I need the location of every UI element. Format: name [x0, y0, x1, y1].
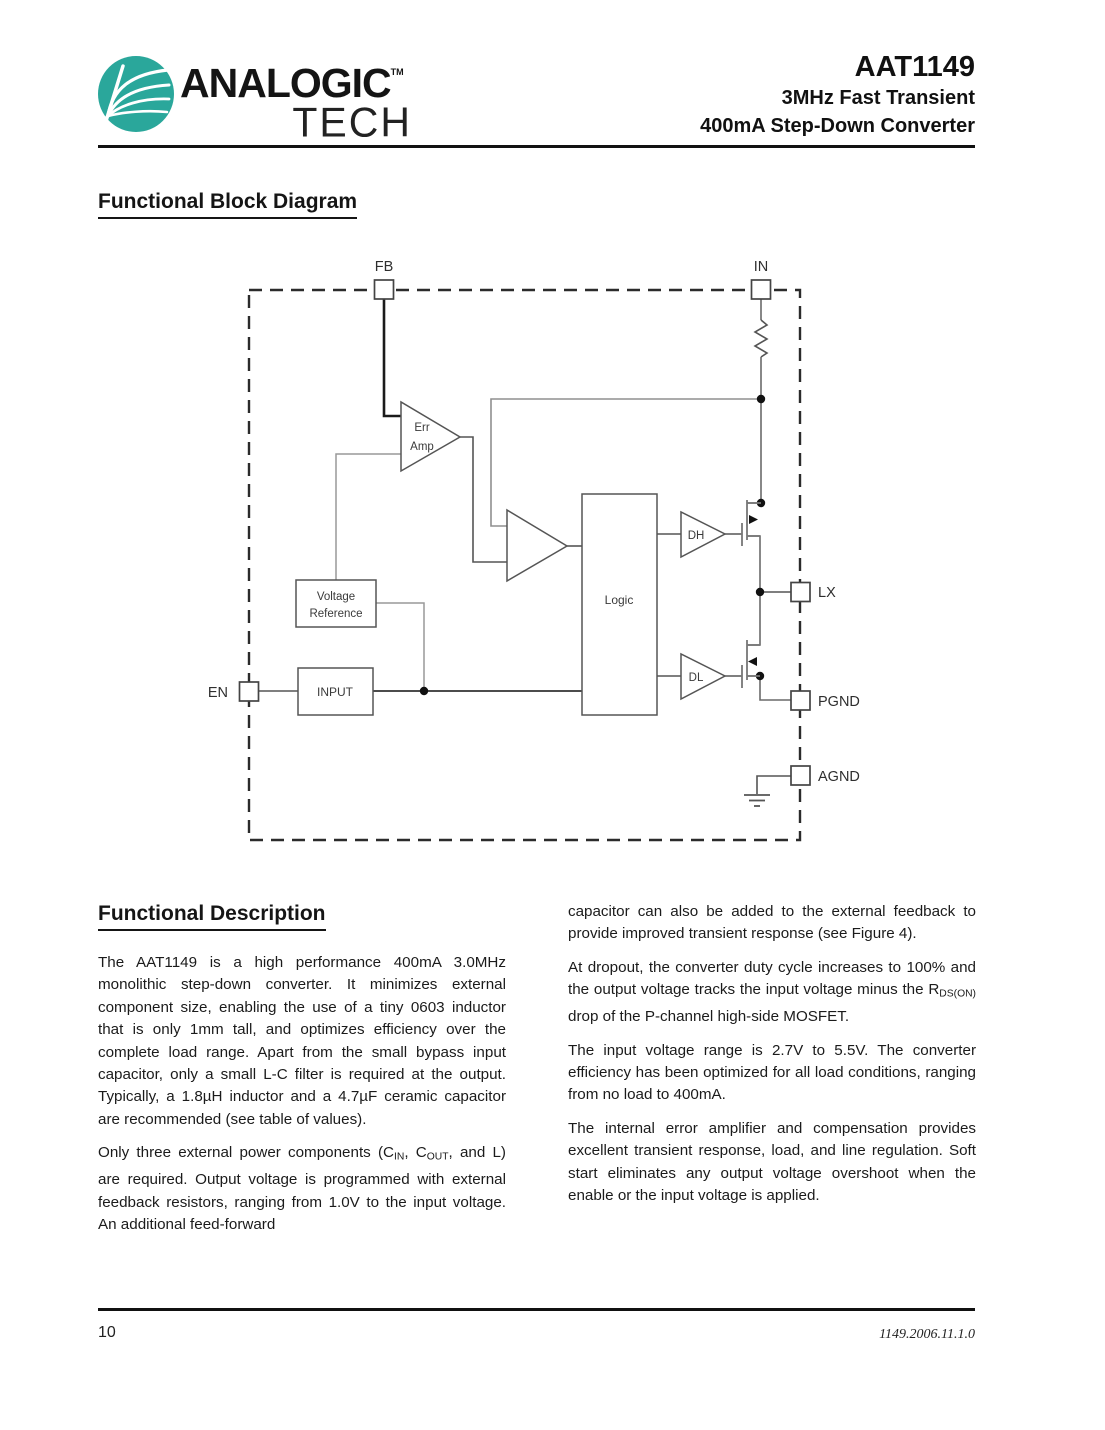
input-label: INPUT [317, 685, 354, 699]
text-run: , C [404, 1144, 427, 1162]
analogictech-logo [98, 56, 174, 132]
paragraph: The input voltage range is 2.7V to 5.5V.… [568, 1040, 976, 1107]
text-run: capacitor can also be added to the exter… [568, 903, 976, 943]
error-amplifier: Err Amp [400, 400, 462, 473]
wire-agnd-ground [756, 775, 791, 794]
comparator [506, 508, 569, 583]
brand-wordmark: ANALOGICTM TECH [180, 52, 412, 146]
en-pin [238, 681, 260, 702]
dh-label: DH [688, 530, 705, 542]
pmos-transistor-icon [741, 500, 761, 546]
vref-label-1: Voltage [317, 591, 355, 603]
logic-label: Logic [605, 593, 634, 607]
pin-squares [238, 279, 811, 786]
description-column-right: capacitor can also be added to the exter… [568, 901, 976, 1218]
en-pin-label: EN [208, 685, 228, 701]
ground-symbol [744, 794, 770, 807]
block-diagram-heading: Functional Block Diagram [98, 190, 358, 219]
text-run: The internal error amplifier and compens… [568, 1119, 976, 1205]
footer-rule [98, 1308, 975, 1311]
brand-analogic: ANALOGICTM [180, 52, 412, 106]
dl-label: DL [689, 672, 704, 684]
paragraph: capacitor can also be added to the exter… [568, 901, 976, 946]
subscript: IN [393, 1151, 405, 1163]
wire-nmos-pgnd [747, 675, 791, 701]
in-pin [750, 279, 772, 300]
page-number: 10 [98, 1324, 116, 1341]
subscript: OUT [426, 1151, 449, 1163]
brand-analogic-text: ANALOGIC [180, 60, 392, 106]
text-run: The AAT1149 is a high performance 400mA … [98, 954, 506, 1128]
paragraph: Only three external power components (CI… [98, 1142, 506, 1236]
voltage-reference-block: Voltage Reference [295, 579, 377, 628]
logo-circle [98, 56, 174, 132]
functional-block-diagram: Err Amp Logic DH DL Voltage Reference [208, 259, 860, 842]
pgnd-pin [790, 690, 811, 711]
text-run: The input voltage range is 2.7V to 5.5V.… [568, 1041, 976, 1104]
header-rule [98, 145, 975, 148]
dh-driver: DH [680, 510, 727, 559]
subtitle-line-2: 400mA Step-Down Converter [700, 115, 975, 137]
text-run: At dropout, the converter duty cycle inc… [568, 958, 976, 999]
paragraph: At dropout, the converter duty cycle inc… [568, 957, 976, 1029]
brand-tech: TECH [292, 98, 412, 146]
text-run: drop of the P-channel high-side MOSFET. [568, 1008, 850, 1026]
fb-pin [373, 279, 395, 300]
nmos-transistor-icon [741, 640, 760, 688]
subtitle-line-1: 3MHz Fast Transient [781, 87, 975, 109]
logo-leaf-icon [104, 64, 171, 123]
functional-description-heading: Functional Description [98, 902, 326, 931]
lx-pin [790, 581, 811, 603]
wire-node-pmos-source [747, 399, 762, 504]
agnd-pin [790, 765, 811, 786]
err-amp-label-1: Err [414, 422, 430, 434]
paragraph: The internal error amplifier and compens… [568, 1118, 976, 1208]
pgnd-pin-label: PGND [818, 694, 860, 710]
in-pin-label: IN [754, 259, 769, 275]
description-column-left: The AAT1149 is a high performance 400mA … [98, 952, 506, 1247]
agnd-pin-label: AGND [818, 769, 860, 785]
wire-fb-erramp [382, 299, 401, 418]
vref-label-2: Reference [309, 608, 362, 620]
lx-pin-label: LX [818, 585, 836, 601]
subscript: DS(ON) [939, 988, 976, 1000]
dl-driver: DL [680, 652, 727, 701]
logic-block: Logic [581, 493, 658, 716]
wire-vref-erramp [335, 453, 401, 580]
text-run: Only three external power components (C [98, 1144, 394, 1162]
text-run: , and L) are required. Output voltage is… [98, 1144, 506, 1234]
paragraph: The AAT1149 is a high performance 400mA … [98, 952, 506, 1131]
doc-version: 1149.2006.11.1.0 [879, 1327, 975, 1342]
wire-erramp-comparator [460, 436, 507, 563]
fb-pin-label: FB [375, 259, 394, 275]
wire-sense-comparator [490, 398, 761, 527]
resistor-symbol [753, 319, 769, 358]
part-number: AAT1149 [854, 51, 975, 83]
chip-boundary [247, 288, 802, 842]
err-amp-label-2: Amp [410, 441, 434, 453]
document-title-block: AAT1149 3MHz Fast Transient 400mA Step-D… [700, 50, 975, 140]
wire-vref-junction [376, 602, 425, 691]
trademark-symbol: TM [390, 67, 404, 77]
input-block: INPUT [297, 667, 374, 716]
